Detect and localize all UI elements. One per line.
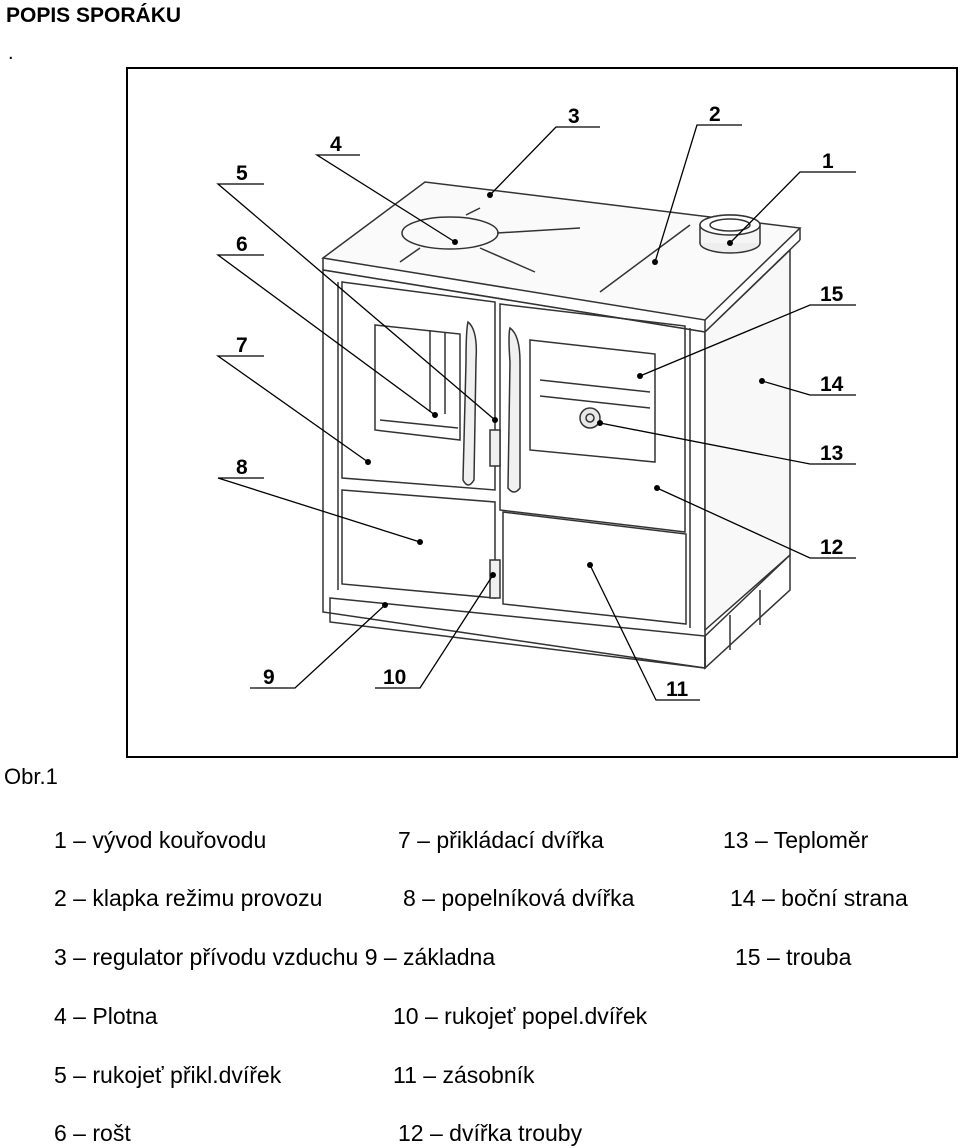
callout-5: 5 [236, 162, 248, 185]
legend-item-2: 2 – klapka režimu provozu [54, 885, 323, 911]
thermometer [579, 407, 601, 429]
callout-3: 3 [568, 105, 580, 128]
legend-item-6: 6 – rošt [54, 1120, 131, 1146]
legend-item-12: 12 – dvířka trouby [398, 1120, 583, 1146]
stove-diagram: 1 2 3 4 5 6 7 8 9 10 11 12 13 14 15 [126, 67, 958, 758]
legend-item-15: 15 – trouba [735, 944, 852, 970]
leader-lines [215, 124, 856, 701]
callout-15: 15 [820, 283, 844, 306]
legend-item-5: 5 – rukojeť přikl.dvířek [54, 1062, 282, 1088]
legend-item-11: 11 – zásobník [393, 1062, 535, 1088]
firebox-handle [462, 320, 478, 486]
callout-11: 11 [666, 678, 689, 701]
figure-frame [126, 67, 958, 758]
legend-item-7: 7 – přikládací dvířka [398, 827, 604, 853]
stove-drawing [321, 181, 802, 670]
callout-14: 14 [820, 373, 844, 396]
page-title: POPIS SPORÁKU [6, 4, 182, 27]
oven-handle [507, 326, 521, 493]
heading-dot: . [8, 42, 14, 64]
callout-10: 10 [383, 666, 406, 689]
storage-drawer [502, 511, 687, 625]
legend-item-10: 10 – rukojeť popel.dvířek [393, 1003, 648, 1029]
legend-item-4: 4 – Plotna [54, 1003, 158, 1029]
callout-13: 13 [820, 442, 843, 465]
callout-4: 4 [330, 133, 342, 156]
callout-9: 9 [263, 666, 275, 689]
legend-item-14: 14 – boční strana [730, 885, 908, 911]
callout-8: 8 [236, 456, 248, 479]
callout-2: 2 [709, 103, 721, 126]
ash-handle [489, 559, 501, 599]
legend-item-8: 8 – popelníková dvířka [403, 885, 635, 911]
callout-6: 6 [236, 233, 248, 256]
callout-7: 7 [236, 334, 248, 357]
legend-item-1: 1 – vývod kouřovodu [54, 827, 267, 853]
legend-item-3-9: 3 – regulator přívodu vzduchu 9 – základ… [54, 944, 496, 970]
firebox-door [341, 281, 496, 491]
leader-dots [365, 192, 765, 608]
callout-12: 12 [820, 536, 843, 559]
figure-caption: Obr.1 [4, 764, 58, 789]
callout-1: 1 [822, 150, 834, 173]
legend-item-13: 13 – Teploměr [723, 827, 869, 853]
